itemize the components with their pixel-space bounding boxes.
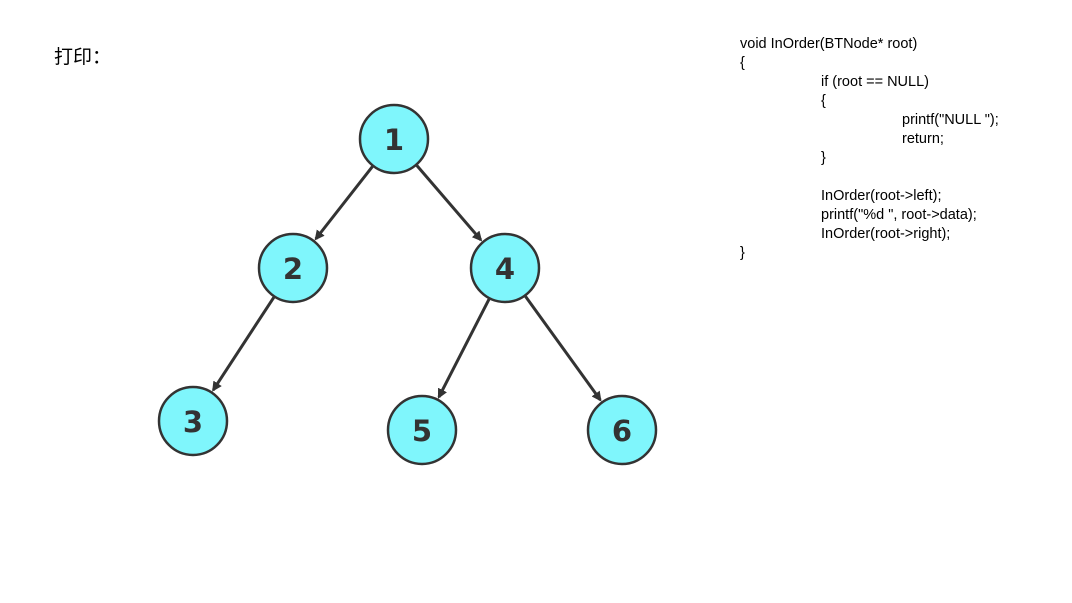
code-line-printf-null: printf("NULL ");: [902, 112, 999, 128]
tree-node-label: 6: [612, 414, 632, 448]
tree-node-circle: [469, 232, 541, 304]
tree-node-circle: [157, 385, 229, 457]
tree-edge-n1-n2: [314, 165, 374, 241]
code-line-inorder-left: InOrder(root->left);: [821, 188, 942, 204]
code-line-return: return;: [902, 131, 944, 147]
tree-node-label: 5: [412, 414, 432, 448]
tree-node-circle: [586, 394, 658, 466]
code-line-if-close-brace: }: [821, 150, 826, 166]
tree-edge-n4-n5: [437, 298, 491, 399]
code-line-close-brace: }: [740, 245, 745, 261]
code-line-if-null: if (root == NULL): [821, 74, 929, 90]
tree-node-label: 3: [183, 405, 203, 439]
tree-edge-n2-n3: [211, 296, 276, 392]
code-line-inorder-right: InOrder(root->right);: [821, 226, 951, 242]
tree-node-1: 1: [358, 103, 430, 175]
code-line-if-open-brace: {: [821, 93, 826, 109]
tree-edge-n1-n4: [415, 164, 483, 242]
binary-tree-diagram: 1 2 4 3 5 6: [157, 103, 658, 466]
tree-node-label: 1: [384, 123, 404, 157]
code-line-printf-data: printf("%d ", root->data);: [821, 207, 977, 223]
tree-node-6: 6: [586, 394, 658, 466]
tree-node-circle: [358, 103, 430, 175]
tree-node-5: 5: [386, 394, 458, 466]
tree-node-circle: [386, 394, 458, 466]
tree-node-4: 4: [469, 232, 541, 304]
tree-edge-n4-n6: [524, 295, 602, 402]
print-label: 打印：: [54, 46, 112, 68]
tree-node-label: 4: [495, 252, 515, 286]
tree-node-circle: [257, 232, 329, 304]
tree-node-label: 2: [283, 252, 303, 286]
code-line-signature: void InOrder(BTNode* root): [740, 36, 918, 52]
tree-node-3: 3: [157, 385, 229, 457]
code-line-open-brace: {: [740, 55, 745, 71]
tree-node-2: 2: [257, 232, 329, 304]
